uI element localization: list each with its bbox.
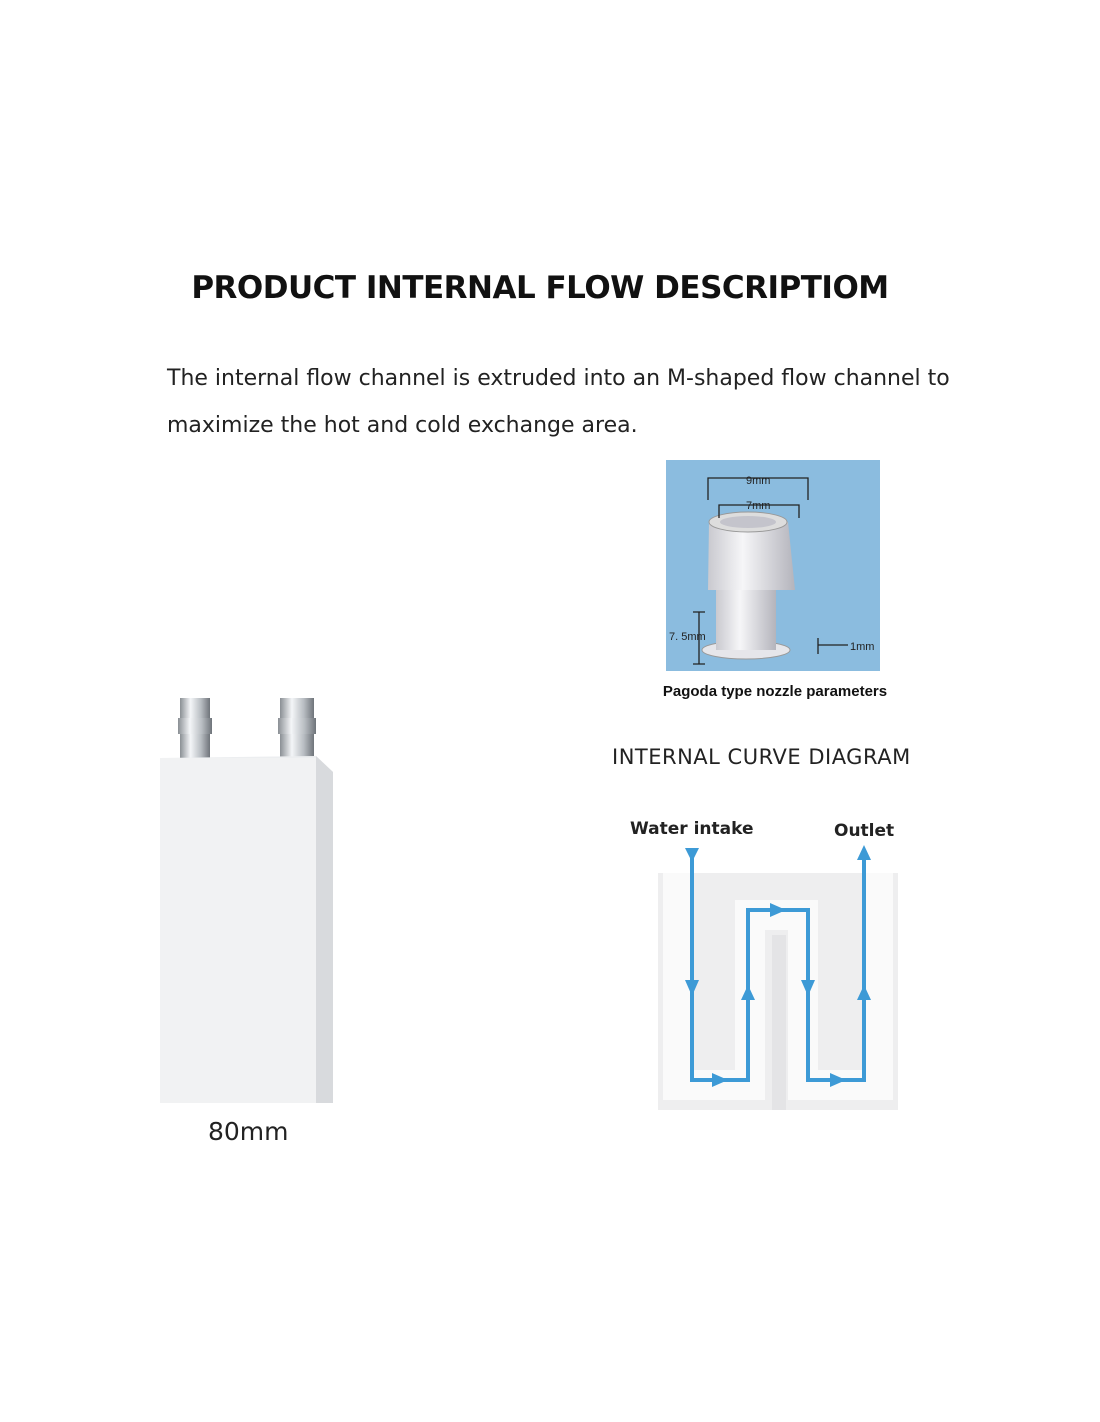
- page-title: PRODUCT INTERNAL FLOW DESCRIPTIOM: [191, 270, 889, 306]
- flange-label: 1mm: [850, 641, 874, 653]
- outlet-nozzle-icon: [278, 698, 316, 760]
- description: The internal flow channel is extruded in…: [167, 366, 950, 438]
- nozzle-caption: Pagoda type nozzle parameters: [662, 683, 888, 700]
- size-label: 80mm: [208, 1117, 289, 1146]
- height-label: 7. 5mm: [669, 631, 706, 643]
- inner-diameter-label: 7mm: [746, 500, 770, 512]
- nozzle-diagram: 9mm 7mm 7. 5mm 1mm: [666, 460, 880, 671]
- flow-arrow-icons: [685, 845, 871, 1087]
- outlet-label: Outlet: [834, 821, 895, 841]
- water-intake-label: Water intake: [630, 819, 754, 839]
- outer-diameter-label: 9mm: [746, 475, 770, 487]
- internal-curve-diagram: [658, 845, 898, 1110]
- inlet-nozzle-icon: [178, 698, 212, 760]
- curve-diagram-title: INTERNAL CURVE DIAGRAM: [612, 745, 911, 769]
- water-cooling-block-image: [160, 698, 333, 1103]
